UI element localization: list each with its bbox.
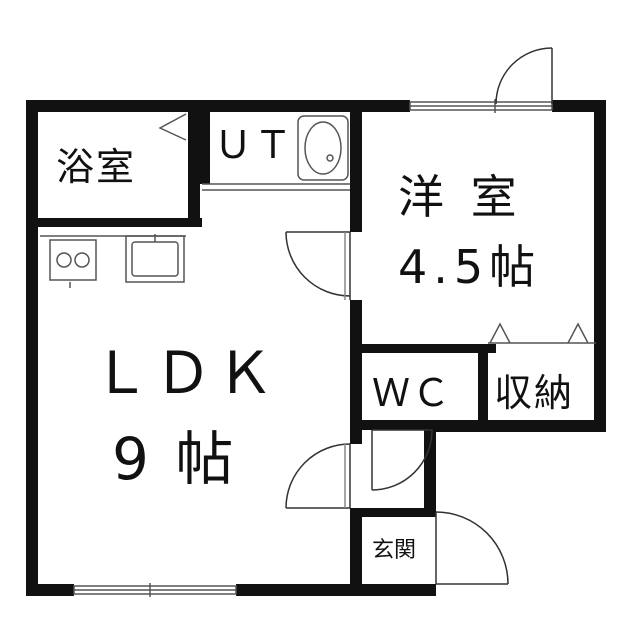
washing-machine-icon (297, 115, 349, 181)
entrance-label: 玄関 (372, 538, 417, 563)
utility-label: ＵＴ (214, 123, 295, 167)
storage-label: 収納 (494, 371, 575, 415)
utility-divider (158, 113, 350, 191)
door-swing-icon (285, 47, 553, 585)
stove-icon (49, 239, 97, 288)
window-icon (73, 583, 237, 597)
outer-walls (26, 100, 606, 596)
bathroom-label: 浴室 (56, 145, 137, 189)
western-room-size: 4.5帖 (398, 240, 542, 294)
sink-icon (40, 234, 186, 283)
storage-shelf (488, 322, 596, 344)
ldk-size: 9 帖 (112, 425, 238, 493)
window-icon (409, 99, 553, 113)
ldk-name: ＬＤＫ (92, 339, 279, 407)
western-room-name: 洋 室 (398, 170, 523, 224)
toilet-label: ＷＣ (372, 371, 453, 415)
interior-walls (30, 104, 496, 592)
